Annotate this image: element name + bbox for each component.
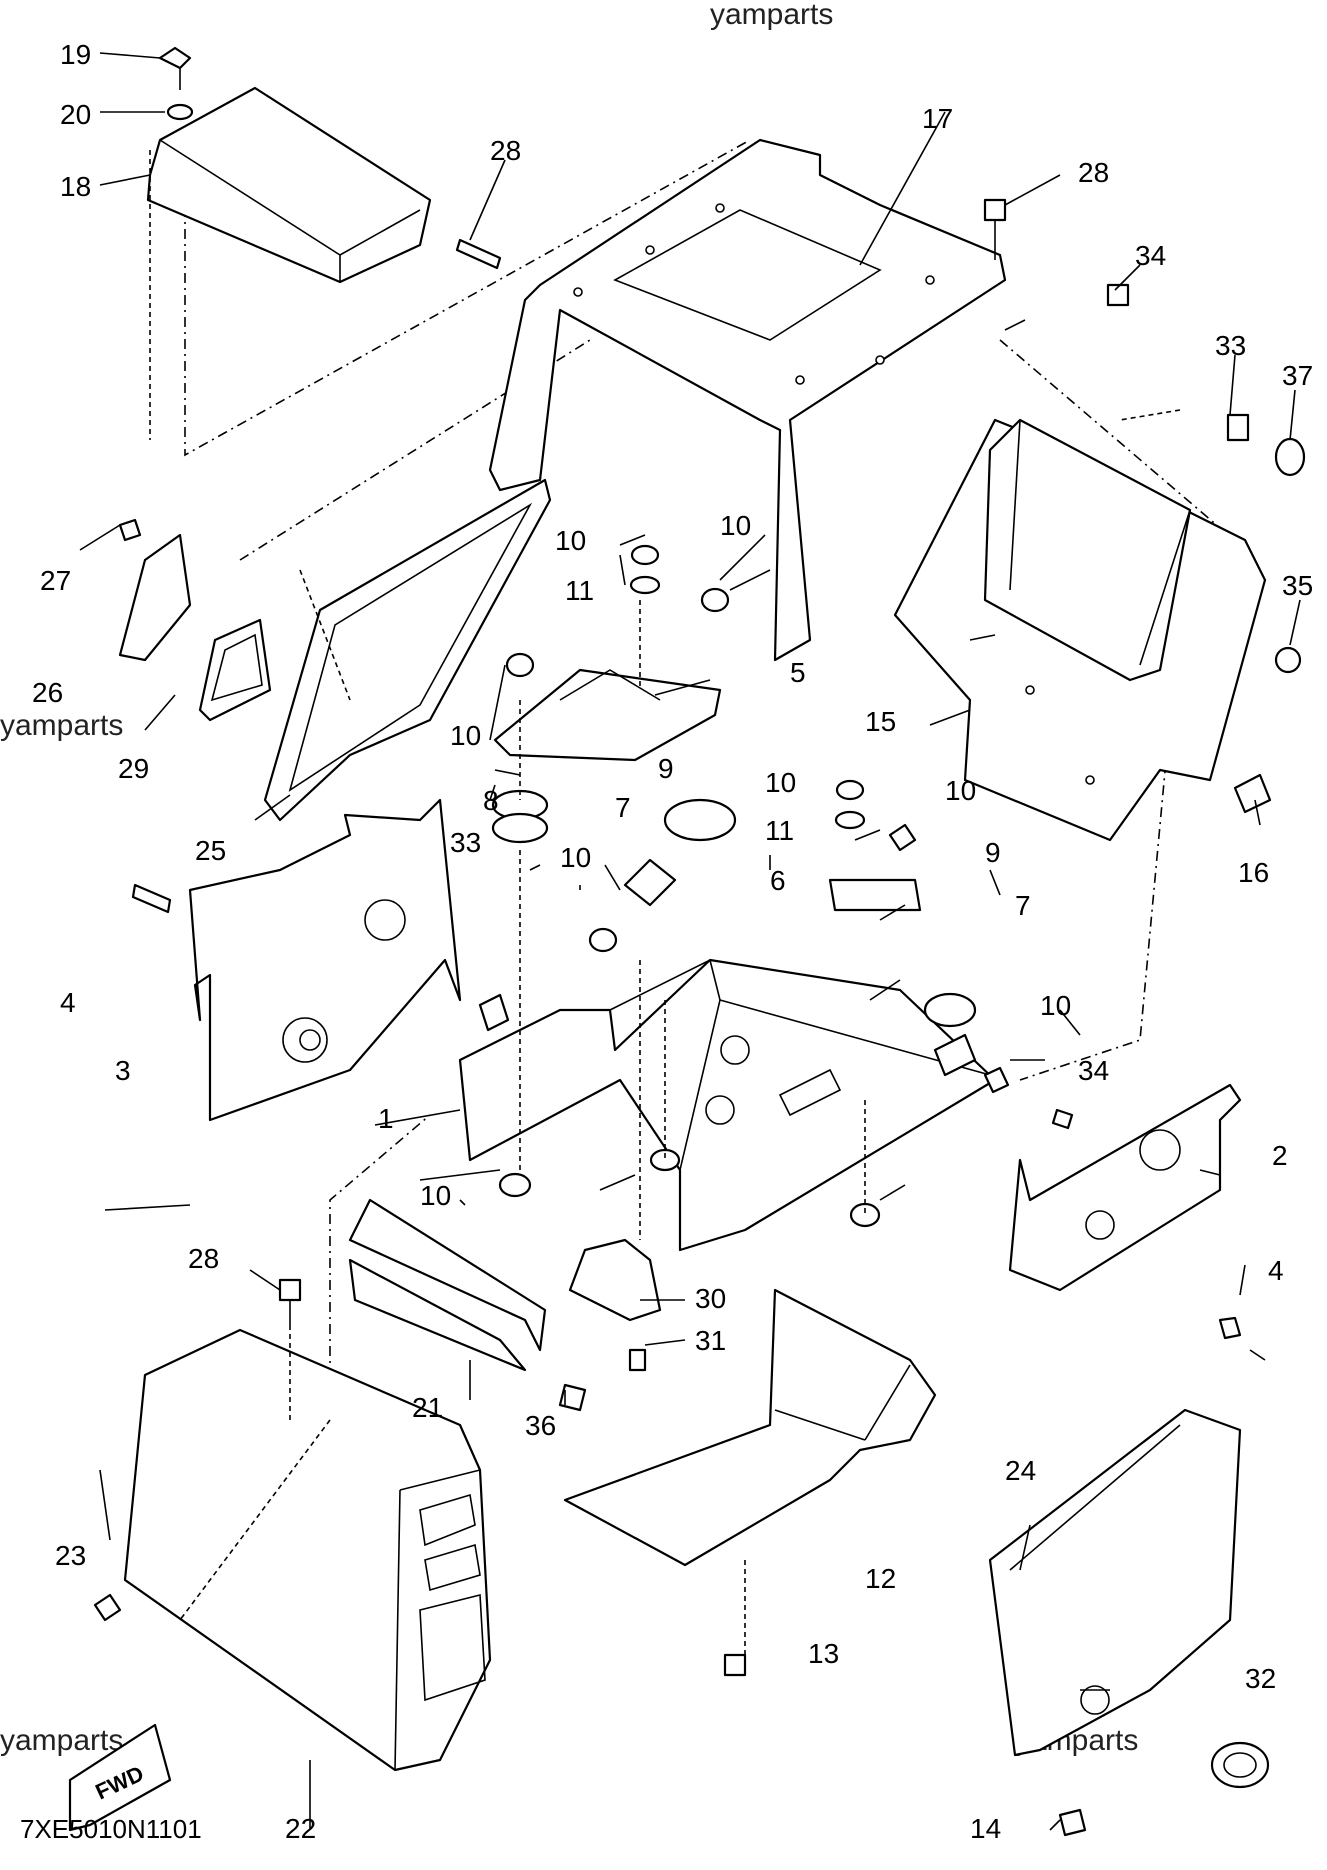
callout: 9 <box>658 753 674 784</box>
fwd-direction-arrow: FWD <box>68 1723 172 1832</box>
part-bar-bracket <box>348 1198 547 1372</box>
callout: 9 <box>985 837 1001 868</box>
callout: 23 <box>55 1540 86 1571</box>
callout: 10 <box>555 525 586 556</box>
callout: 10 <box>420 1180 451 1211</box>
callout: 30 <box>695 1283 726 1314</box>
callout: 26 <box>32 677 63 708</box>
part-front-cover <box>123 1328 492 1772</box>
watermark-top: yamparts <box>710 0 833 31</box>
part-lower-side-panel <box>988 1408 1242 1757</box>
callout: 28 <box>1078 157 1109 188</box>
callout: 2 <box>1272 1140 1288 1171</box>
callout: 20 <box>60 99 91 130</box>
callout: 3 <box>115 1055 131 1086</box>
callout: 33 <box>1215 330 1246 361</box>
callout: 14 <box>970 1813 1001 1844</box>
callout: 10 <box>945 775 976 806</box>
callout: 4 <box>60 987 76 1018</box>
callout: 21 <box>412 1392 443 1423</box>
callout-labels: 1 2 3 4 4 5 6 7 7 8 9 9 10 10 10 10 10 1… <box>32 39 1313 1844</box>
callout: 5 <box>790 657 806 688</box>
callout: 19 <box>60 39 91 70</box>
watermark-bottom-left: yamparts <box>0 1724 123 1757</box>
part-top-cover <box>146 86 432 284</box>
part-clip-bracket <box>118 533 272 722</box>
callout: 34 <box>1078 1055 1109 1086</box>
callout: 27 <box>40 565 71 596</box>
callout: 34 <box>1135 240 1166 271</box>
part-side-panel <box>263 478 552 822</box>
part-right-side-bracket <box>1008 1083 1242 1292</box>
callout: 16 <box>1238 857 1269 888</box>
callout: 4 <box>1268 1255 1284 1286</box>
callout: 8 <box>483 785 499 816</box>
part-upper-bracket <box>493 668 722 762</box>
callout: 11 <box>765 815 794 846</box>
callout: 10 <box>720 510 751 541</box>
callout: 7 <box>615 792 631 823</box>
callout: 22 <box>285 1813 316 1844</box>
callout: 15 <box>865 706 896 737</box>
callout: 17 <box>922 103 953 134</box>
callout: 1 <box>378 1103 394 1134</box>
part-grommet <box>1210 1741 1270 1789</box>
watermark-left: yamparts <box>0 709 123 742</box>
part-mount-bracket <box>568 1238 662 1322</box>
callout: 29 <box>118 753 149 784</box>
callout: 37 <box>1282 360 1313 391</box>
part-main-frame <box>488 138 1007 662</box>
callout: 32 <box>1245 1663 1276 1694</box>
callout: 18 <box>60 171 91 202</box>
callout: 6 <box>770 865 786 896</box>
callout: 11 <box>565 575 594 606</box>
part-chassis-base <box>458 958 997 1252</box>
callout: 10 <box>450 720 481 751</box>
callout: 28 <box>188 1243 219 1274</box>
callout: 24 <box>1005 1455 1036 1486</box>
callout: 28 <box>490 135 521 166</box>
callout: 33 <box>450 827 481 858</box>
callout: 7 <box>1015 890 1031 921</box>
part-left-side-bracket <box>188 798 462 1122</box>
callout: 10 <box>560 842 591 873</box>
callout: 31 <box>695 1325 726 1356</box>
diagram-code: 7XE5010N1101 <box>20 1814 202 1844</box>
callout: 10 <box>1040 990 1071 1021</box>
callout: 10 <box>765 767 796 798</box>
part-floor-plate <box>563 1288 937 1567</box>
callout: 25 <box>195 835 226 866</box>
callout: 35 <box>1282 570 1313 601</box>
callout: 12 <box>865 1563 896 1594</box>
callout: 13 <box>808 1638 839 1669</box>
part-rear-plate <box>893 418 1267 842</box>
callout: 36 <box>525 1410 556 1441</box>
